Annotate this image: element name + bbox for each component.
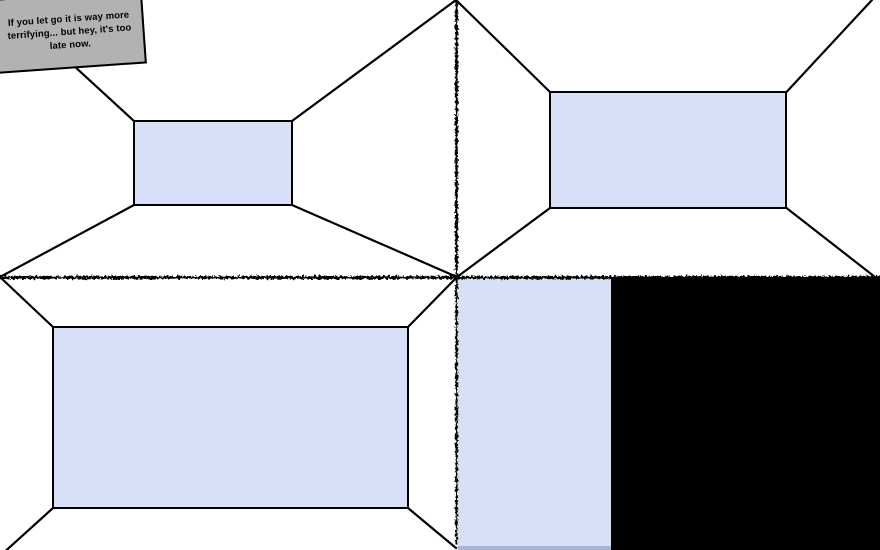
perspective-line [785, 206, 877, 279]
perspective-line [4, 506, 55, 550]
perspective-line [454, 0, 552, 94]
perspective-line [0, 203, 136, 279]
note-text: If you let go it is way more terrifying.… [7, 9, 132, 53]
perspective-line [0, 275, 55, 329]
far-wall-top-left [133, 120, 293, 206]
perspective-line [290, 203, 459, 279]
dark-void [611, 277, 880, 550]
far-wall-top-right [549, 91, 787, 209]
room-top-left [0, 0, 459, 279]
note-card: If you let go it is way more terrifying.… [0, 0, 147, 74]
perspective-line [785, 0, 874, 94]
quadrant-bottom-right [457, 277, 880, 550]
bottom-edge-strip [457, 546, 611, 550]
room-top-right [454, 0, 877, 279]
perspective-line [406, 506, 458, 550]
perspective-line [290, 0, 458, 123]
perspective-line [455, 206, 552, 279]
room-bottom-left [0, 275, 459, 550]
near-wall-bottom-center [457, 277, 611, 550]
perspective-line [406, 275, 459, 329]
far-wall-bottom-left [52, 326, 409, 509]
